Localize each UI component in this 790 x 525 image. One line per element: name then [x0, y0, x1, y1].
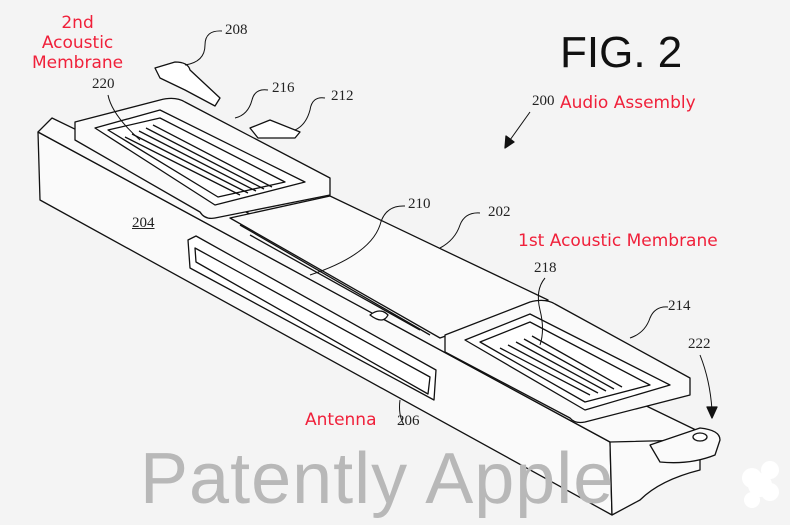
ref-214: 214	[668, 298, 691, 314]
watermark-text: Patently Apple	[140, 439, 615, 519]
flex-208	[154, 61, 221, 107]
ref-202: 202	[488, 204, 511, 220]
connector-212	[249, 119, 301, 139]
ref-216: 216	[272, 80, 295, 96]
annotation-audio-assembly: Audio Assembly	[560, 93, 696, 113]
ref-210: 210	[408, 196, 431, 212]
annotation-first-membrane: 1st Acoustic Membrane	[518, 231, 718, 251]
arrow-222	[706, 406, 718, 419]
ref-206: 206	[397, 413, 420, 429]
ref-222: 222	[688, 336, 711, 352]
arrow-200	[504, 135, 515, 149]
annotation-antenna: Antenna	[305, 410, 377, 430]
ref-208: 208	[225, 22, 248, 38]
ref-218: 218	[534, 260, 557, 276]
membrane-grille-220	[124, 124, 273, 196]
ref-200: 200	[532, 93, 555, 109]
leader-lines	[107, 30, 713, 426]
figure-title: FIG. 2	[560, 28, 683, 77]
antenna-slot	[187, 235, 437, 401]
membrane-grille-218	[499, 335, 623, 396]
middle-panel	[229, 195, 549, 339]
ref-204: 204	[132, 215, 155, 231]
annotation-second-membrane: 2nd Acoustic Membrane	[32, 13, 124, 73]
watermark-logo	[742, 461, 779, 508]
ref-212: 212	[331, 88, 354, 104]
ref-220: 220	[92, 76, 115, 92]
